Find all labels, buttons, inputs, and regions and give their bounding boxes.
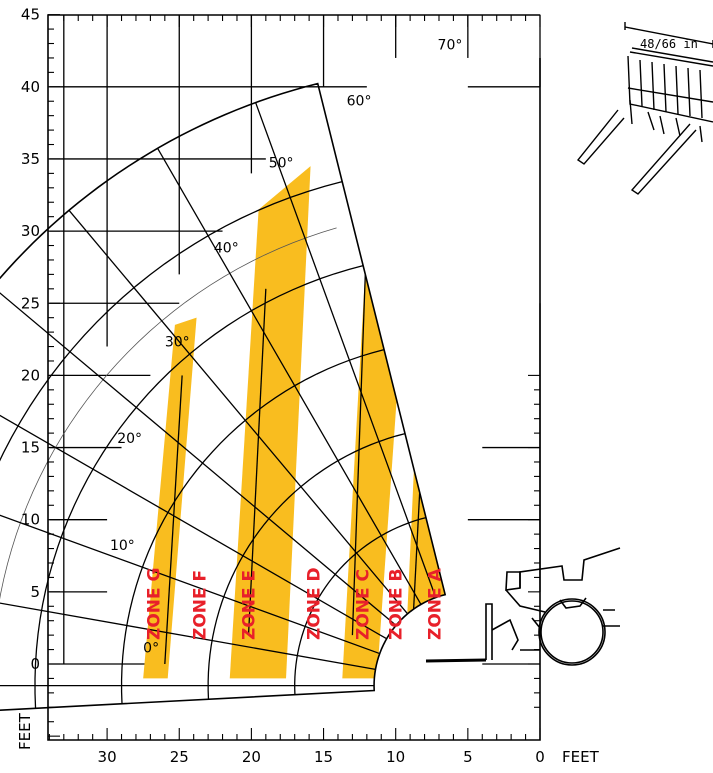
y-tick-label: 25	[21, 294, 40, 312]
x-tick-label: 10	[386, 748, 405, 766]
zone-boundary	[164, 375, 183, 665]
y-tick-label: 30	[21, 222, 40, 240]
zone-label: ZONE E	[240, 570, 260, 640]
reach-envelope	[0, 82, 447, 713]
zone-band	[229, 166, 311, 679]
boom-angle-ray	[157, 147, 422, 605]
y-tick-label: 40	[21, 78, 40, 96]
boom-angle-ray	[68, 209, 409, 615]
y-tick-label: 5	[30, 583, 40, 601]
y-tick-label: 35	[21, 150, 40, 168]
boom-angle-ray	[0, 472, 380, 655]
envelope-outline	[0, 82, 447, 711]
radius-arc	[207, 432, 406, 700]
fork-attachment-drawing	[576, 22, 713, 195]
zone-label: ZONE A	[426, 567, 446, 640]
boom-angle-label: 10°	[110, 538, 135, 554]
boom-angle-label: 30°	[165, 335, 190, 351]
x-tick-label: 25	[170, 748, 189, 766]
radius-arc	[0, 180, 343, 713]
radius-arc	[120, 348, 385, 704]
zone-boundary	[247, 288, 267, 636]
zone-label: ZONE C	[354, 569, 374, 640]
boom-angle-label: 50°	[269, 156, 294, 172]
boom-angle-ray	[0, 374, 387, 640]
y-axis-label: FEET	[16, 712, 34, 750]
radius-arc	[0, 227, 337, 686]
boom-angle-label: 40°	[214, 241, 239, 257]
zone-label: ZONE G	[144, 568, 164, 641]
boom-angle-label: 0°	[143, 640, 159, 656]
y-tick-label: 10	[21, 511, 40, 529]
fork-tine	[425, 658, 487, 663]
x-axis-label: FEET	[562, 748, 600, 766]
radius-arc	[34, 264, 364, 709]
x-tick-label: 5	[463, 748, 473, 766]
machine-outline	[485, 547, 621, 666]
x-tick-label: 15	[314, 748, 333, 766]
zone-label: ZONE B	[387, 569, 407, 641]
zone-band	[451, 140, 558, 548]
x-tick-label: 0	[535, 748, 545, 766]
attachment-width-label: 48/66 in	[640, 37, 698, 51]
boom-angle-label: 70°	[438, 37, 463, 53]
y-tick-label: 0	[30, 655, 40, 673]
zone-boundary	[351, 231, 368, 636]
boom-angle-label: 20°	[117, 431, 142, 447]
zone-label: ZONE F	[190, 570, 210, 640]
boom-angle-ray	[255, 102, 437, 598]
zone-band	[404, 137, 446, 679]
frame	[47, 14, 541, 741]
boom-angle-label: 60°	[347, 94, 372, 110]
zone-label: ZONE D	[304, 567, 324, 640]
boom-angle-ray	[0, 577, 376, 670]
x-tick-label: 20	[242, 748, 261, 766]
zone-band	[143, 317, 197, 679]
x-tick-label: 30	[98, 748, 117, 766]
y-tick-label: 15	[21, 439, 40, 457]
y-tick-label: 20	[21, 366, 40, 384]
axis-frame	[47, 14, 541, 741]
boom-angle-ray	[0, 286, 397, 626]
y-tick-label: 45	[21, 6, 40, 24]
